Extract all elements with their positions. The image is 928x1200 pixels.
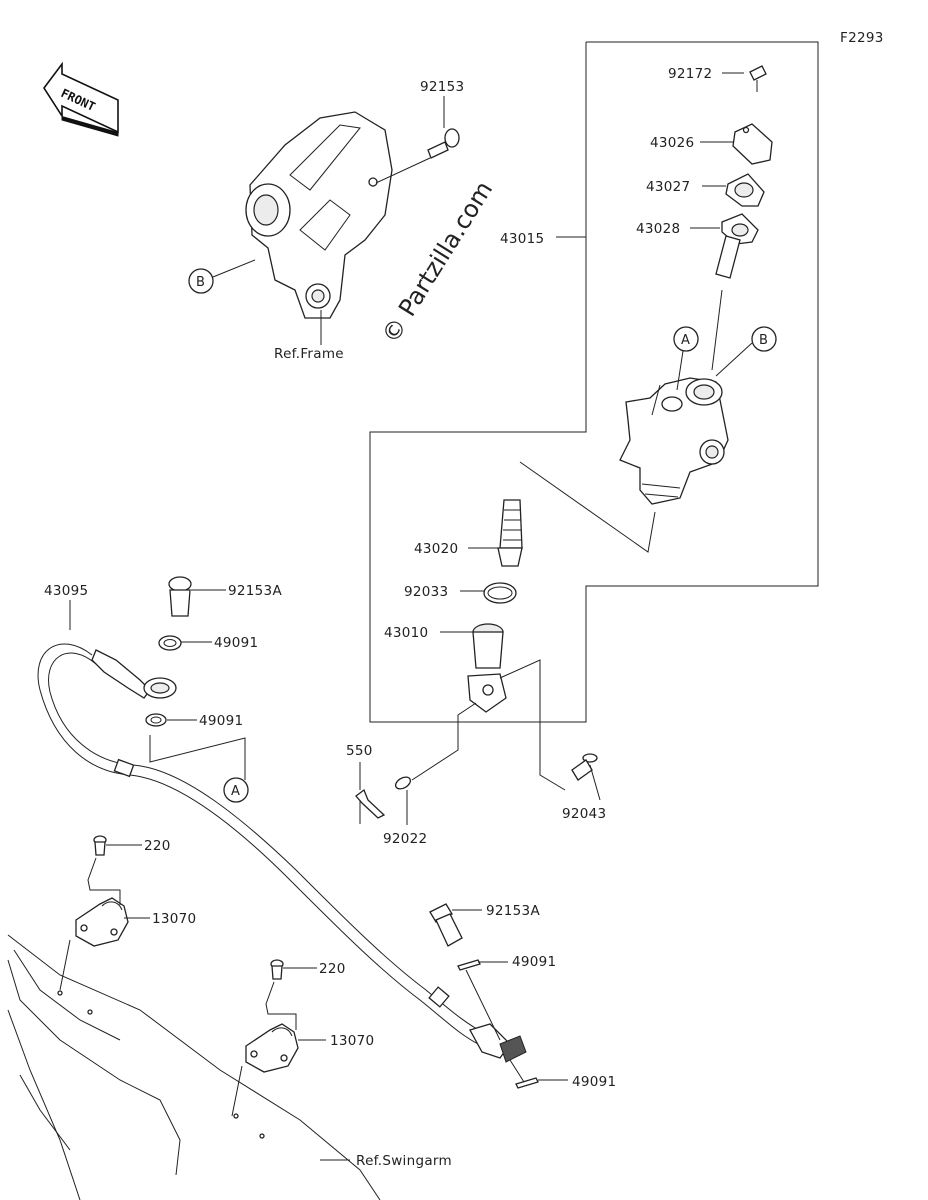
- circlip-92033: 92033: [404, 582, 517, 604]
- washer-49091-bottom1: 49091: [457, 954, 556, 1041]
- washer-49091-top1: 49091: [158, 635, 258, 651]
- watermark: © Partzilla.com: [376, 176, 498, 348]
- part-92022: 92022: [383, 831, 427, 847]
- part-220-left: 220: [144, 838, 171, 854]
- frame-bracket: Ref.Frame: [245, 111, 393, 362]
- callout-a-cylinder: A: [673, 326, 699, 391]
- part-43026: 43026: [650, 135, 694, 151]
- part-13070-left: 13070: [152, 911, 196, 927]
- part-43027: 43027: [646, 179, 690, 195]
- bolt-92153: 92153: [375, 79, 464, 184]
- bolt-220-right: 220: [270, 959, 346, 980]
- part-43028: 43028: [636, 221, 680, 237]
- master-cylinder-group-frame: [369, 41, 819, 723]
- front-arrow-icon: FRONT: [43, 61, 119, 137]
- washer-49091-top2: 49091: [145, 713, 243, 729]
- part-49091-bottom1: 49091: [512, 954, 556, 970]
- cotter-pin-550: 550: [346, 743, 386, 824]
- master-cylinder-body: [519, 289, 729, 553]
- part-92153a-top: 92153A: [228, 583, 282, 599]
- ref-frame-label: Ref.Frame: [274, 346, 344, 362]
- part-92172: 92172: [668, 66, 712, 82]
- diaphragm-plate-43027: 43027: [646, 173, 765, 207]
- part-43020: 43020: [414, 541, 458, 557]
- clamp-13070-left: 13070: [59, 857, 196, 991]
- callout-b-cylinder-label: B: [759, 333, 768, 348]
- ref-swingarm-label: Ref.Swingarm: [356, 1153, 452, 1169]
- clamp-13070-right: 13070: [231, 981, 374, 1117]
- part-49091-top2: 49091: [199, 713, 243, 729]
- part-92033: 92033: [404, 584, 448, 600]
- part-550: 550: [346, 743, 373, 759]
- callout-a-cylinder-label: A: [681, 333, 690, 348]
- swingarm: Ref.Swingarm: [7, 934, 452, 1200]
- part-43095: 43095: [44, 583, 88, 599]
- callout-b-frame-label: B: [196, 275, 205, 290]
- part-13070-right: 13070: [330, 1033, 374, 1049]
- brake-hose-43095: 43095: [37, 583, 527, 1063]
- washer-49091-bottom2: 49091: [509, 1059, 616, 1090]
- push-rod-43010: 43010: [384, 623, 566, 791]
- part-43010: 43010: [384, 625, 428, 641]
- piston-43020: 43020: [414, 499, 523, 567]
- pin-92043: 92043: [562, 753, 606, 822]
- washer-92022: 92022: [383, 776, 427, 847]
- part-220-right: 220: [319, 961, 346, 977]
- bolt-92172: 92172: [668, 65, 767, 92]
- callout-a-hose-label: A: [231, 784, 240, 799]
- banjo-bolt-92153a-bottom: 92153A: [429, 903, 540, 947]
- callout-b-frame: B: [188, 259, 256, 294]
- reservoir-43028: 43028: [636, 213, 759, 279]
- reservoir-cap-43026: 43026: [650, 123, 773, 165]
- part-92153: 92153: [420, 79, 464, 95]
- part-43015: 43015: [500, 231, 544, 247]
- part-92153a-bottom: 92153A: [486, 903, 540, 919]
- part-49091-top1: 49091: [214, 635, 258, 651]
- bolt-220-left: 220: [93, 835, 171, 856]
- banjo-bolt-92153a-top: 92153A: [168, 576, 282, 617]
- part-92043: 92043: [562, 806, 606, 822]
- figure-code: F2293: [840, 30, 884, 46]
- callout-a-hose: A: [149, 735, 249, 803]
- part-49091-bottom2: 49091: [572, 1074, 616, 1090]
- callout-b-cylinder: B: [715, 326, 777, 377]
